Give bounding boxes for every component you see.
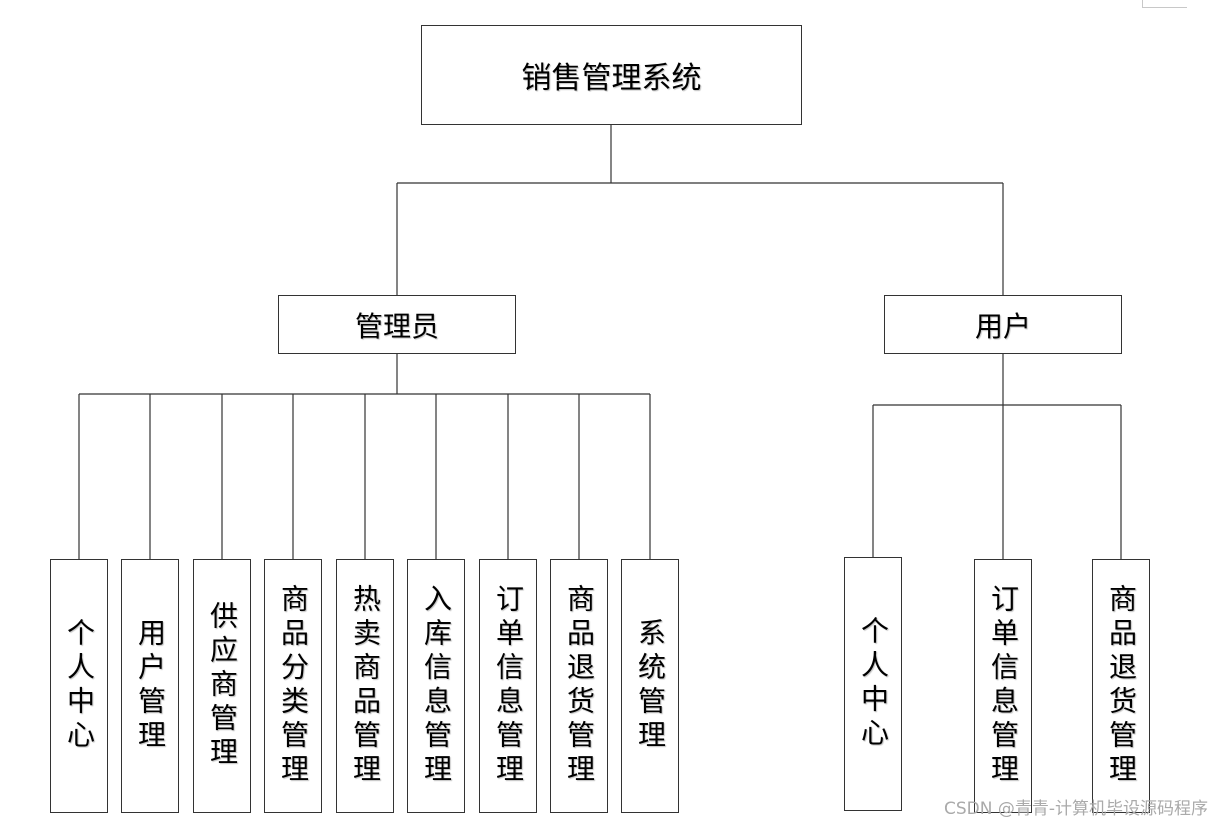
user-leaf-order-management: 订单信息管理 — [974, 559, 1032, 813]
admin-leaf-user-management: 用户管理 — [121, 559, 179, 813]
corner-mark — [1142, 0, 1187, 8]
admin-leaf-supplier-management: 供应商管理 — [193, 559, 251, 813]
user-leaf-personal-center: 个人中心 — [844, 557, 902, 811]
role-node-admin: 管理员 — [278, 295, 516, 354]
root-node: 销售管理系统 — [421, 25, 802, 125]
admin-leaf-hot-products-management: 热卖商品管理 — [336, 559, 394, 813]
role-node-user: 用户 — [884, 295, 1122, 354]
admin-leaf-inbound-management: 入库信息管理 — [407, 559, 465, 813]
admin-leaf-system-management: 系统管理 — [621, 559, 679, 813]
user-leaf-return-management: 商品退货管理 — [1092, 559, 1150, 813]
admin-leaf-order-management: 订单信息管理 — [479, 559, 537, 813]
watermark: CSDN @青青-计算机毕设源码程序 — [943, 799, 1208, 819]
admin-leaf-category-management: 商品分类管理 — [264, 559, 322, 813]
admin-leaf-personal-center: 个人中心 — [50, 559, 108, 813]
admin-leaf-return-management: 商品退货管理 — [550, 559, 608, 813]
